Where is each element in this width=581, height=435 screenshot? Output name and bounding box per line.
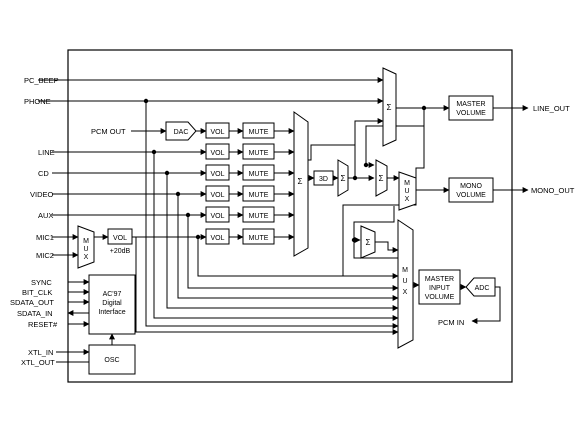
chip-boundary bbox=[67, 49, 513, 383]
3d-block bbox=[313, 170, 334, 186]
mute-label: MUTE bbox=[249, 235, 269, 242]
ac97-line3: Interface bbox=[98, 309, 125, 316]
mic-vol-label: VOL bbox=[113, 235, 127, 242]
vol-block-pcm bbox=[205, 122, 230, 139]
bit-clk-label: BIT_CLK bbox=[22, 288, 52, 297]
master-input-volume-line2: INPUT bbox=[429, 285, 451, 292]
vol-block-aux bbox=[205, 206, 230, 223]
vol-label: VOL bbox=[210, 129, 224, 136]
mono-mux-x: X bbox=[405, 196, 410, 203]
sigma-3d-symbol: Σ bbox=[341, 174, 346, 183]
vol-label: VOL bbox=[210, 150, 224, 157]
record-sigma-symbol: Σ bbox=[366, 238, 371, 247]
mono-sigma bbox=[375, 159, 388, 197]
mute-label: MUTE bbox=[249, 213, 269, 220]
mic-vol-block bbox=[107, 228, 133, 245]
phone-label: PHONE bbox=[24, 97, 51, 106]
vol-label: VOL bbox=[210, 235, 224, 242]
adc-block bbox=[465, 277, 496, 297]
osc-block bbox=[88, 344, 136, 375]
aux-label: AUX bbox=[38, 211, 53, 220]
ac97-interface-block bbox=[88, 274, 136, 335]
mono-volume-line2: VOLUME bbox=[456, 192, 486, 199]
xtl-out-label: XTL_OUT bbox=[21, 358, 55, 367]
mono-volume-line1: MONO bbox=[460, 183, 482, 190]
dac-label: DAC bbox=[174, 129, 189, 136]
mono-volume-block bbox=[448, 177, 494, 203]
osc-label: OSC bbox=[104, 357, 119, 364]
sync-label: SYNC bbox=[31, 278, 52, 287]
3d-label: 3D bbox=[319, 176, 328, 183]
vol-block-line bbox=[205, 143, 230, 160]
xtl-in-label: XTL_IN bbox=[28, 348, 53, 357]
mute-label: MUTE bbox=[249, 150, 269, 157]
mono-mux-u: U bbox=[404, 188, 409, 195]
reset-label: RESET# bbox=[28, 320, 58, 329]
pcm-in-label: PCM IN bbox=[438, 318, 464, 327]
adc-label: ADC bbox=[475, 285, 490, 292]
mute-block-pcm bbox=[242, 122, 275, 139]
video-label: VIDEO bbox=[30, 190, 54, 199]
ac97-line2: Digital bbox=[102, 300, 122, 307]
record-mux-x: X bbox=[403, 289, 408, 296]
mute-block-cd bbox=[242, 164, 275, 181]
pc-beep-label: PC_BEEP bbox=[24, 76, 59, 85]
mic-mux-u: U bbox=[83, 246, 88, 253]
mute-label: MUTE bbox=[249, 192, 269, 199]
sigma-3d bbox=[337, 159, 349, 197]
junction-dots bbox=[143, 98, 427, 243]
sdata-out-label: SDATA_OUT bbox=[10, 298, 54, 307]
line-label: LINE bbox=[38, 148, 55, 157]
mic1-label: MIC1 bbox=[36, 233, 54, 242]
mute-block-mic bbox=[242, 228, 275, 245]
cd-label: CD bbox=[38, 169, 49, 178]
mono-mux-m: M bbox=[404, 180, 410, 187]
vol-block-cd bbox=[205, 164, 230, 181]
mic-mux-x: X bbox=[84, 254, 89, 261]
main-mixer-sigma bbox=[293, 111, 309, 257]
vol-block-mic bbox=[205, 228, 230, 245]
master-volume-line1: MASTER bbox=[456, 101, 485, 108]
record-sigma bbox=[360, 225, 376, 259]
master-input-volume-block bbox=[418, 269, 461, 305]
mute-label: MUTE bbox=[249, 129, 269, 136]
main-sigma-symbol: Σ bbox=[298, 177, 303, 186]
mono-mux bbox=[398, 171, 417, 211]
vol-label: VOL bbox=[210, 171, 224, 178]
mute-block-aux bbox=[242, 206, 275, 223]
line-out-label: LINE_OUT bbox=[533, 104, 570, 113]
mute-block-line bbox=[242, 143, 275, 160]
master-input-volume-line1: MASTER bbox=[425, 276, 454, 283]
master-input-volume-line3: VOLUME bbox=[425, 294, 455, 301]
vol-label: VOL bbox=[210, 192, 224, 199]
pcm-out-label: PCM OUT bbox=[91, 127, 126, 136]
record-mux bbox=[397, 219, 414, 349]
ac97-line1: AC'97 bbox=[103, 291, 122, 298]
line-out-sigma bbox=[382, 67, 397, 147]
mono-sigma-symbol: Σ bbox=[379, 174, 384, 183]
mic-mux bbox=[77, 225, 95, 269]
mute-block-video bbox=[242, 185, 275, 202]
mic2-label: MIC2 bbox=[36, 251, 54, 260]
mono-out-label: MONO_OUT bbox=[531, 186, 575, 195]
master-volume-line2: VOLUME bbox=[456, 110, 486, 117]
dac-block bbox=[165, 121, 197, 141]
vol-label: VOL bbox=[210, 213, 224, 220]
mute-label: MUTE bbox=[249, 171, 269, 178]
vol-block-video bbox=[205, 185, 230, 202]
master-volume-block bbox=[448, 95, 494, 121]
mic-gain-label: +20dB bbox=[110, 248, 131, 255]
record-mux-m: M bbox=[402, 267, 408, 274]
record-mux-u: U bbox=[402, 278, 407, 285]
mic-mux-m: M bbox=[83, 238, 89, 245]
line-out-sigma-symbol: Σ bbox=[387, 103, 392, 112]
sdata-in-label: SDATA_IN bbox=[17, 309, 53, 318]
